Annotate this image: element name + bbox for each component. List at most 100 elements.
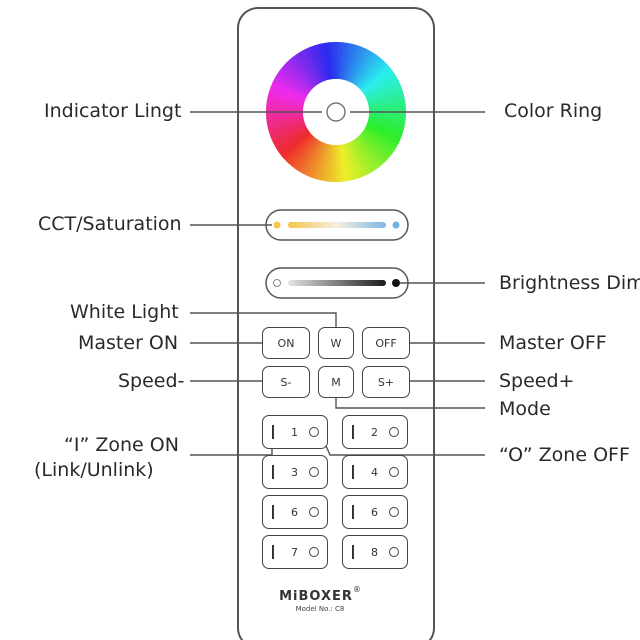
color-ring-segment xyxy=(368,101,406,110)
color-ring-segment xyxy=(293,138,319,171)
zone-button-6[interactable]: 6 xyxy=(342,495,408,529)
color-ring-segment xyxy=(289,56,316,88)
color-ring-segment xyxy=(291,137,317,169)
color-ring-segment xyxy=(340,144,351,182)
zone-on-icon xyxy=(272,425,274,439)
color-ring-segment xyxy=(275,72,309,96)
label-mode: Mode xyxy=(499,398,551,420)
color-ring-segment xyxy=(300,140,322,175)
color-ring-segment xyxy=(365,80,401,100)
white-light-button[interactable]: W xyxy=(318,327,354,359)
color-ring-segment xyxy=(356,57,384,88)
label-cct-saturation: CCT/Saturation xyxy=(38,213,182,235)
color-ring-segment xyxy=(276,129,310,154)
label-speed-minus: Speed- xyxy=(118,370,185,392)
color-ring-segment xyxy=(367,93,405,106)
color-ring-segment xyxy=(278,130,311,157)
zone-number: 4 xyxy=(371,466,378,479)
color-ring-segment xyxy=(294,52,319,86)
speed-minus-button[interactable]: S- xyxy=(262,366,310,398)
color-ring-segment xyxy=(361,131,393,157)
color-ring-segment xyxy=(317,43,330,81)
color-ring-segment xyxy=(266,114,304,123)
color-ring-segment xyxy=(269,121,306,138)
zone-button-8[interactable]: 8 xyxy=(342,535,408,569)
color-ring-segment xyxy=(334,144,340,182)
color-ring-segment xyxy=(350,49,372,84)
zone-off-icon xyxy=(389,467,399,477)
indicator-light-icon xyxy=(326,102,346,122)
color-ring-segment xyxy=(358,59,387,90)
zone-on-icon xyxy=(352,425,354,439)
zone-number: 2 xyxy=(371,426,378,439)
color-ring-segment xyxy=(270,123,306,141)
zone-off-icon xyxy=(389,507,399,517)
zone-button-5[interactable]: 6 xyxy=(262,495,328,529)
zone-button-1[interactable]: 1 xyxy=(262,415,328,449)
color-ring-segment xyxy=(279,67,311,93)
color-ring-segment xyxy=(272,79,307,99)
speed-plus-button[interactable]: S+ xyxy=(362,366,410,398)
label-master-on: Master ON xyxy=(78,332,179,354)
master-off-button[interactable]: OFF xyxy=(362,327,410,359)
color-ring-segment xyxy=(273,126,308,147)
label-zone-on: “I” Zone ON xyxy=(64,434,179,456)
label-indicator-light: Indicator Lingt xyxy=(44,100,182,122)
label-brightness-dim: Brightness Dim xyxy=(499,272,640,294)
color-ring-segment xyxy=(360,65,392,92)
model-number: Model No.: C8 xyxy=(295,605,345,613)
color-ring-segment xyxy=(362,70,396,95)
label-master-off: Master OFF xyxy=(499,332,607,354)
color-ring-segment xyxy=(354,137,381,170)
color-ring-segment xyxy=(366,86,403,103)
color-ring-segment xyxy=(286,59,315,89)
color-ring-segment xyxy=(362,129,395,155)
zone-button-4[interactable]: 4 xyxy=(342,455,408,489)
color-ring-segment xyxy=(347,46,366,83)
color-ring-segment xyxy=(360,132,391,160)
color-ring-segment xyxy=(342,143,355,181)
mode-button[interactable]: M xyxy=(318,366,354,398)
zone-number: 6 xyxy=(371,506,378,519)
color-ring-icon xyxy=(266,41,406,182)
zone-button-2[interactable]: 2 xyxy=(342,415,408,449)
color-ring-segment xyxy=(325,42,334,80)
color-ring-segment xyxy=(356,136,383,168)
color-ring-segment xyxy=(291,54,318,87)
brand-logo: MiBOXER® xyxy=(0,585,640,604)
color-ring-segment xyxy=(364,126,399,148)
color-ring-segment xyxy=(364,77,399,98)
color-ring-segment xyxy=(344,143,358,180)
color-ring-segment xyxy=(285,134,314,165)
color-ring-segment xyxy=(352,51,376,85)
zone-number: 3 xyxy=(291,466,298,479)
label-zone-on-sub: (Link/Unlink) xyxy=(34,459,154,481)
color-ring-segment xyxy=(301,49,322,84)
color-ring-segment xyxy=(352,139,375,174)
registered-mark: ® xyxy=(352,585,361,594)
color-ring-segment xyxy=(304,47,324,83)
master-on-button[interactable]: ON xyxy=(262,327,310,359)
color-ring-segment xyxy=(366,83,402,101)
zone-on-icon xyxy=(352,505,354,519)
zone-off-icon xyxy=(389,547,399,557)
brand-name: MiBOXER xyxy=(279,589,353,604)
color-ring-segment xyxy=(310,45,327,82)
color-ring-segment xyxy=(347,142,365,178)
color-ring-segment xyxy=(280,132,312,159)
zone-off-icon xyxy=(309,547,319,557)
zone-on-icon xyxy=(272,545,274,559)
label-speed-plus: Speed+ xyxy=(499,370,575,392)
zone-button-7[interactable]: 7 xyxy=(262,535,328,569)
zone-on-icon xyxy=(352,545,354,559)
color-ring-segment xyxy=(353,138,378,172)
color-ring-segment xyxy=(307,46,325,82)
color-ring-segment xyxy=(281,64,312,92)
zone-button-3[interactable]: 3 xyxy=(262,455,328,489)
zone-number: 8 xyxy=(371,546,378,559)
color-ring-segment xyxy=(296,139,320,173)
color-ring-segment xyxy=(363,73,398,96)
color-ring-segment xyxy=(357,135,386,165)
label-color-ring: Color Ring xyxy=(504,100,603,122)
